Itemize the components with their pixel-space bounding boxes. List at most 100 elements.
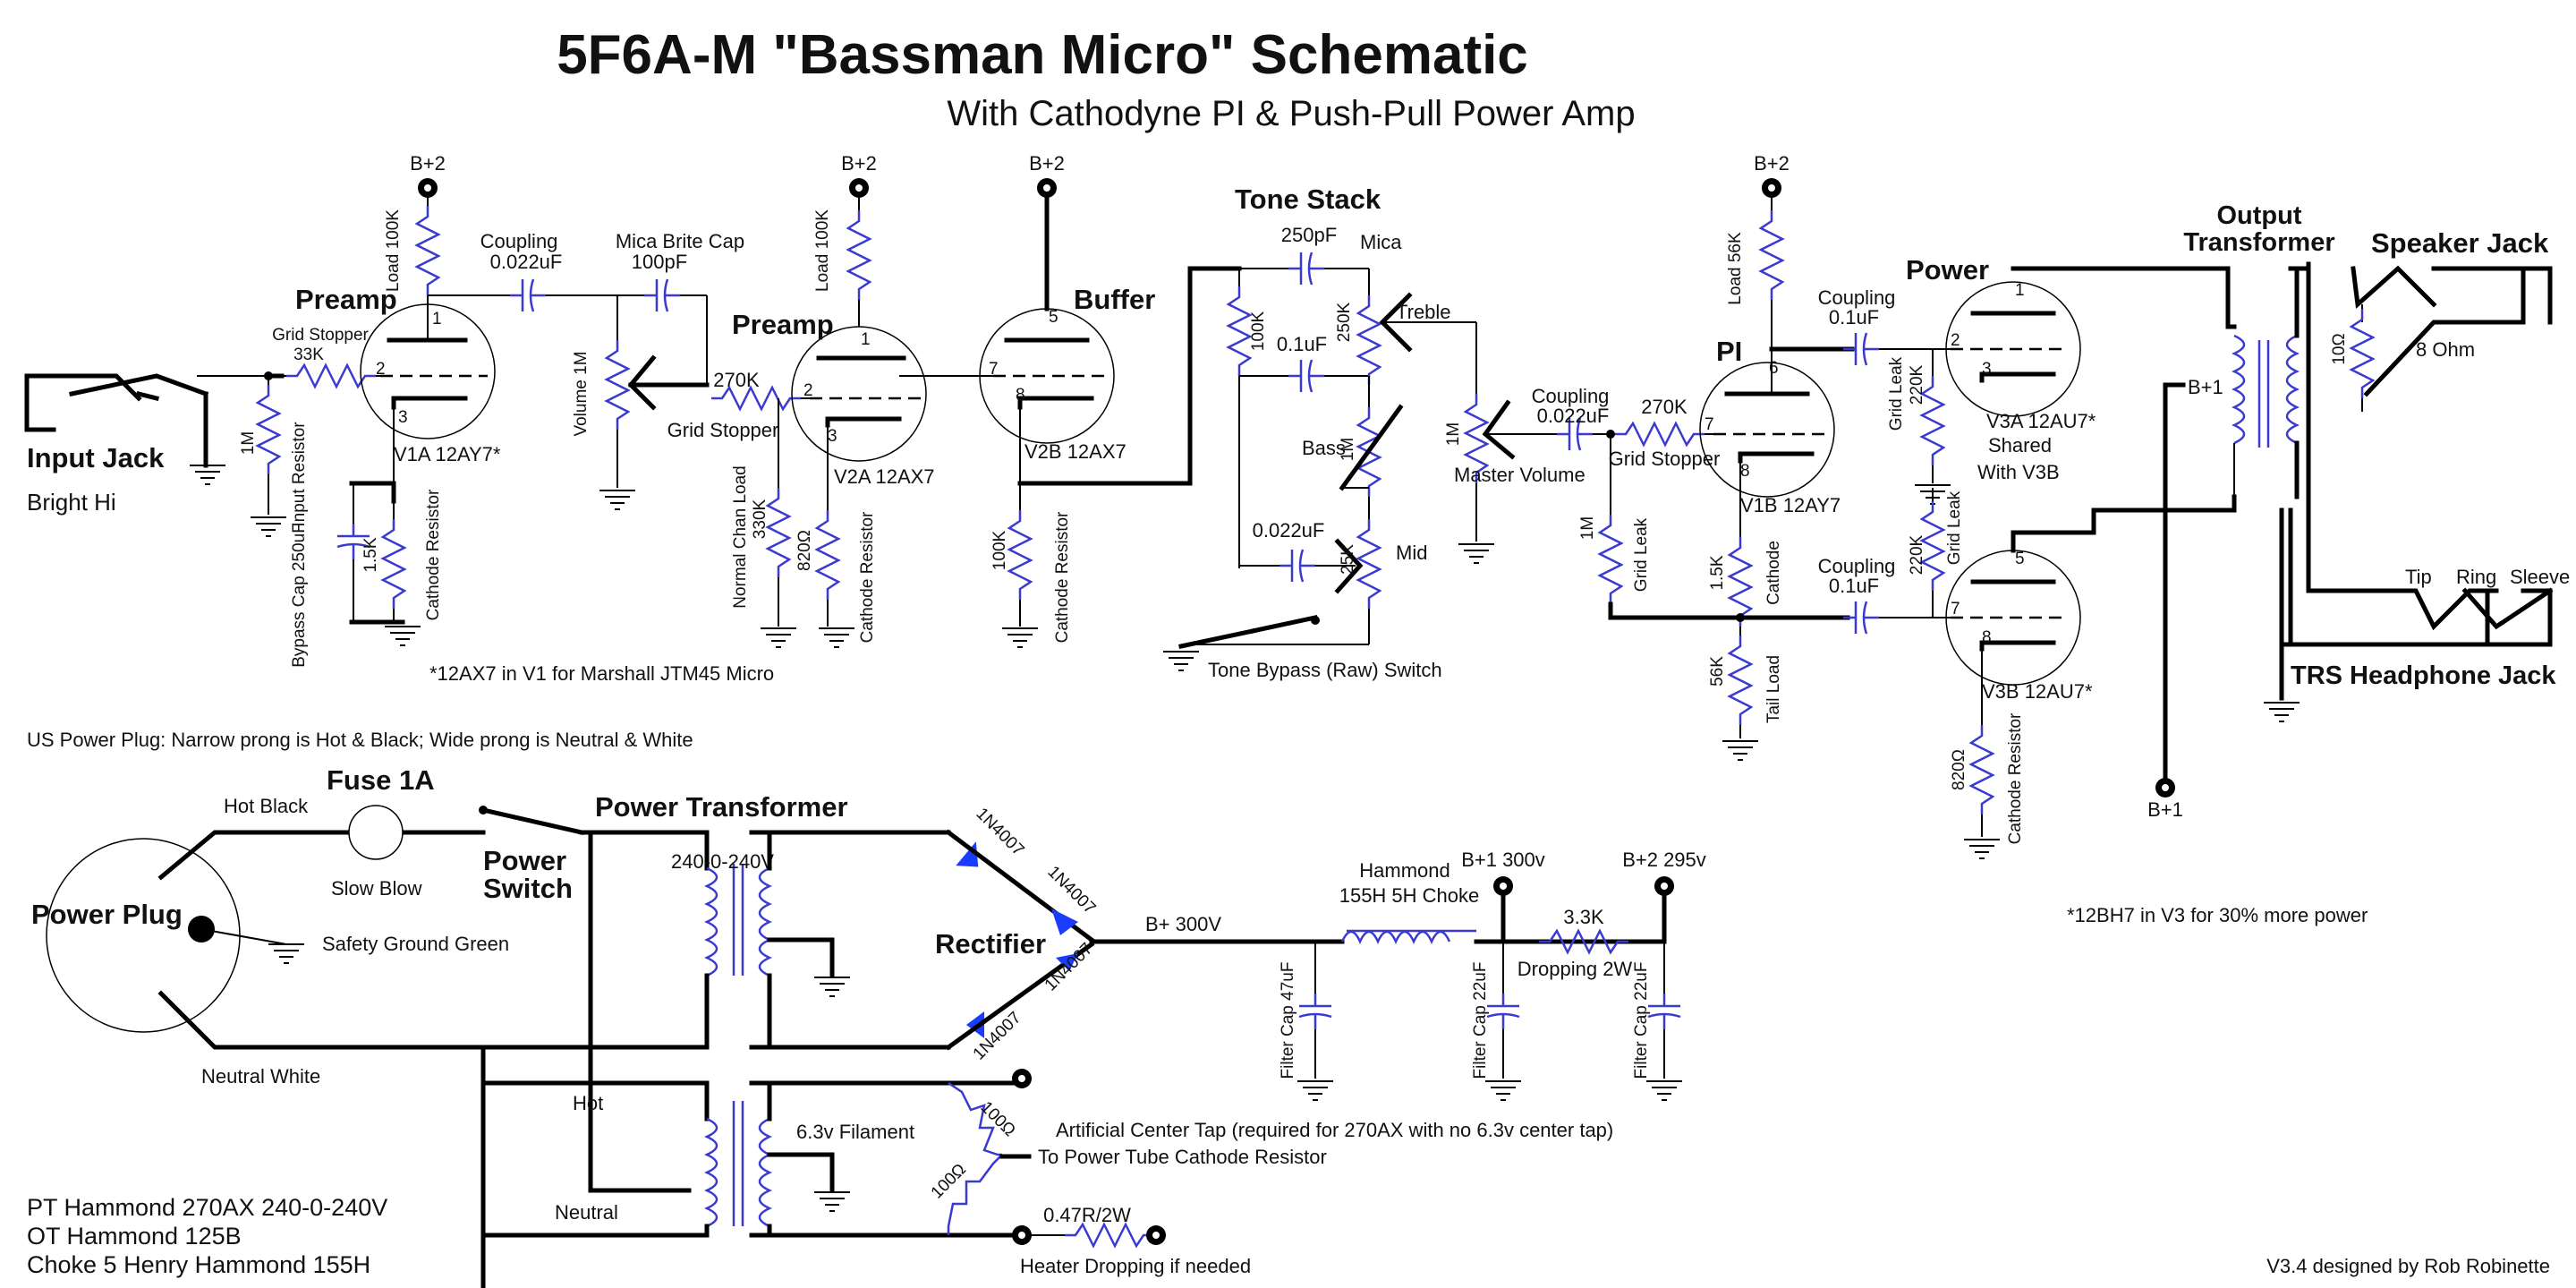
grid-stopper-a-label: Grid Stopper (272, 326, 369, 345)
dropping-label: Dropping 2W (1518, 958, 1633, 980)
v1b-label: V1B 12AY7 (1740, 494, 1841, 516)
v3a-pin2: 2 (1951, 331, 1960, 350)
sleeve-label: Sleeve (2510, 566, 2570, 588)
coupling-b-val: 0.022uF (1537, 405, 1610, 427)
ot-note: OT Hammond 125B (27, 1223, 242, 1250)
cathode-res-d: Cathode Resistor (2006, 712, 2025, 844)
coupling-a-val: 0.022uF (490, 251, 563, 273)
filter-22a: Filter Cap 22uF (1471, 962, 1490, 1079)
choke-label: 155H 5H Choke (1339, 884, 1480, 907)
pi-label: PI (1716, 336, 1742, 367)
output-transformer-word: Transformer (2183, 228, 2334, 257)
cathode-pi: Cathode (1764, 541, 1783, 605)
b2-295-label: B+2 295v (1622, 849, 1706, 871)
d1-label: 1N4007 (972, 805, 1027, 860)
tail-val: 56K (1708, 656, 1727, 687)
center-tap-label: Artificial Center Tap (required for 270A… (1056, 1119, 1613, 1141)
version-note: V3.4 designed by Rob Robinette (2266, 1255, 2550, 1277)
coupling-c: Coupling (1818, 286, 1896, 309)
cathode-pi-val: 1.5K (1708, 555, 1727, 590)
b1-300-label: B+1 300v (1461, 849, 1545, 871)
grid-leak-a: Grid Leak (1632, 517, 1651, 592)
bass-label: Bass (1302, 437, 1346, 459)
r100k-tone: 100K (1249, 311, 1268, 351)
bass-val: 1M (1339, 438, 1357, 461)
r820: 820Ω (795, 530, 814, 571)
safety-ground-label: Safety Ground Green (322, 933, 509, 955)
mica-brite-val: 100pF (632, 251, 687, 273)
shared-label: Shared (1988, 434, 2052, 456)
bypass-cap: Bypass Cap 250uF (290, 523, 309, 668)
v3a-label: V3A 12AU7* (1986, 410, 2096, 432)
filament-label: 6.3v Filament (796, 1121, 914, 1143)
grid-stopper-a-val: 33K (293, 345, 324, 364)
c022: 0.022uF (1253, 519, 1325, 542)
tube-v3b (1945, 550, 2081, 686)
r047-label: 0.47R/2W (1043, 1204, 1131, 1226)
tube-v3a (1945, 281, 2081, 417)
to-cathode-label: To Power Tube Cathode Resistor (1038, 1146, 1327, 1168)
treble-label: Treble (1396, 301, 1451, 323)
v1a-pin3: 3 (398, 408, 408, 427)
speaker-jack-label: Speaker Jack (2371, 227, 2549, 259)
r100k-c: 100K (990, 530, 1009, 570)
v2b-pin5: 5 (1049, 308, 1058, 327)
tip-label: Tip (2405, 566, 2432, 588)
d3-label: 1N4007 (1041, 940, 1097, 995)
v2b-pin8: 8 (1016, 386, 1025, 405)
page-subtitle: With Cathodyne PI & Push-Pull Power Amp (947, 94, 1635, 133)
coupling-b: Coupling (1532, 385, 1610, 407)
load-100k-b: Load 100K (813, 209, 832, 292)
ohm8-label: 8 Ohm (2416, 338, 2475, 361)
b2-a-label: B+2 (410, 152, 446, 175)
grid-stopper-c: Grid Stopper (1609, 448, 1721, 470)
slow-blow-label: Slow Blow (331, 877, 422, 900)
pt-note: PT Hammond 270AX 240-0-240V (27, 1194, 387, 1221)
r270k-a: 270K (713, 369, 760, 391)
v1b-pin6: 6 (1769, 359, 1779, 378)
load-100k-a: Load 100K (384, 209, 403, 292)
r10: 10Ω (2330, 333, 2349, 364)
power-switch-label-2: Switch (483, 873, 573, 904)
v2a-label: V2A 12AX7 (834, 465, 935, 488)
cathode-res-a-val: 1.5K (361, 537, 380, 572)
mid-val: 25K (1339, 544, 1357, 575)
input-res-val: 1M (239, 431, 258, 455)
tail-load: Tail Load (1764, 655, 1783, 723)
b1-top-label: B+1 (2188, 376, 2223, 398)
v3a-pin1: 1 (2015, 281, 2025, 300)
v3b-pin5: 5 (2015, 550, 2025, 568)
input-jack-label: Input Jack (27, 442, 165, 473)
r100a-label: 100Ω (976, 1098, 1018, 1140)
hot-label: Hot (573, 1092, 603, 1114)
v2b-label: V2B 12AX7 (1024, 440, 1126, 463)
v2a-pin3: 3 (828, 427, 837, 446)
preamp2-label: Preamp (732, 309, 834, 340)
v240-label: 240-0-240V (671, 850, 774, 873)
mid-label: Mid (1396, 542, 1427, 564)
power-plug-label: Power Plug (31, 899, 183, 930)
filter-22b: Filter Cap 22uF (1632, 962, 1651, 1079)
note-v1: *12AX7 in V1 for Marshall JTM45 Micro (429, 662, 774, 685)
b2-b-label: B+2 (841, 152, 877, 175)
tube-v1b (1699, 362, 1835, 498)
b2-d-label: B+2 (1754, 152, 1790, 175)
filter-47: Filter Cap 47uF (1279, 962, 1297, 1079)
power-transformer-label: Power Transformer (595, 791, 848, 823)
normal-chan-load: Normal Chan Load (731, 465, 750, 608)
neutral-white-label: Neutral White (201, 1065, 320, 1088)
b2-c-label: B+2 (1029, 152, 1065, 175)
grid-leak-c: Grid Leak (1945, 490, 1964, 565)
nc-val: 330K (751, 499, 769, 539)
v2a-pin2: 2 (803, 381, 813, 400)
ring-label: Ring (2456, 566, 2496, 588)
trs-headphone-label: TRS Headphone Jack (2291, 661, 2556, 690)
b1-bottom-label: B+1 (2147, 798, 2183, 821)
v2b-pin7: 7 (989, 360, 999, 379)
hot-black-label: Hot Black (224, 795, 309, 817)
v2a-pin1: 1 (861, 330, 871, 349)
power-label: Power (1906, 254, 1989, 286)
master-volume-label: Master Volume (1454, 464, 1586, 486)
v1b-pin8: 8 (1740, 462, 1750, 481)
